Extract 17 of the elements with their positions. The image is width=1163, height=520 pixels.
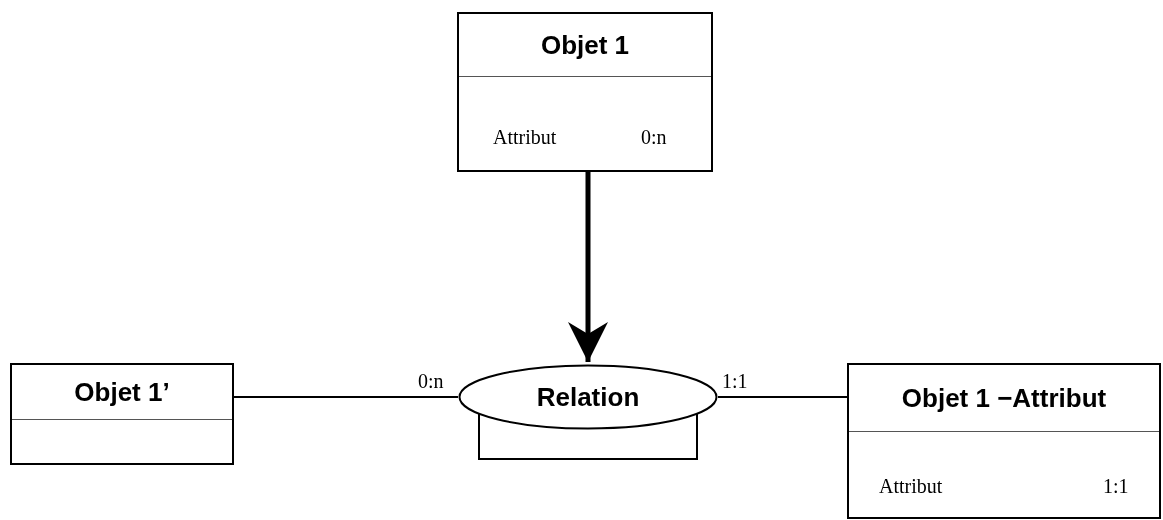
- cardinality-label: 0:n: [418, 371, 444, 391]
- attribute-name: Attribut: [879, 475, 943, 498]
- arrow: [568, 172, 608, 362]
- cardinality: 0:n: [641, 126, 667, 149]
- cardinality-label: 1:1: [722, 371, 748, 391]
- entity-box: [10, 363, 234, 465]
- connector-line: [233, 396, 459, 398]
- entity-box: [457, 12, 713, 172]
- cardinality: 1:1: [1103, 475, 1129, 498]
- entity-box: [847, 363, 1161, 519]
- relation-ellipse: [458, 364, 718, 461]
- entity-name: Objet 1’: [74, 376, 170, 408]
- attribute-name: Attribut: [493, 126, 557, 149]
- entity-name: Objet 1: [540, 29, 630, 61]
- entity-name: Objet 1 −Attribut: [901, 382, 1107, 414]
- connector-line: [717, 396, 848, 398]
- relation-name: Relation: [536, 381, 640, 413]
